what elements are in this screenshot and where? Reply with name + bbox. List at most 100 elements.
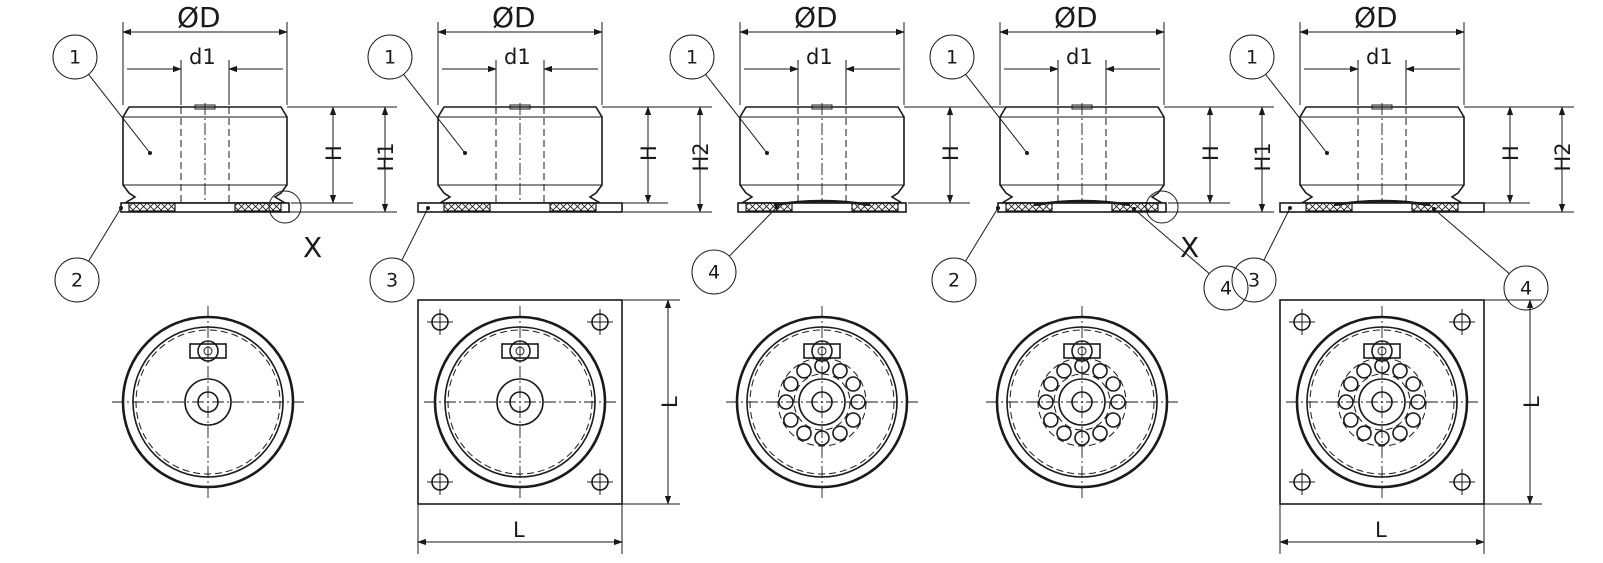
label-diameter: ØD	[177, 1, 221, 34]
callout-circle	[1231, 257, 1277, 303]
callout-3: 3	[1231, 206, 1292, 303]
callout-leader	[401, 207, 429, 261]
valve-body	[803, 343, 841, 359]
ball-8	[783, 376, 799, 392]
ball-11	[832, 363, 848, 379]
callout-leader	[728, 206, 778, 257]
valve-body	[1363, 343, 1401, 359]
ball-ring-inner	[1053, 373, 1111, 431]
callout-number: 3	[1248, 270, 1260, 292]
top-insert	[1371, 104, 1393, 110]
ball-2	[1105, 412, 1121, 428]
callout-number: 4	[1520, 278, 1532, 300]
ball-ring-profile	[773, 199, 871, 207]
callout-number: 1	[946, 47, 958, 69]
ball-10	[1074, 358, 1090, 374]
label-d1: d1	[504, 45, 531, 69]
callout-dot	[1288, 206, 1292, 210]
callout-4: 4	[691, 205, 779, 295]
ball-8	[1343, 376, 1359, 392]
valve-cap	[1071, 340, 1093, 362]
label-length: L	[658, 396, 682, 408]
top-insert	[509, 104, 531, 110]
ball-3	[1392, 425, 1408, 441]
callout-dot	[1132, 207, 1136, 211]
valve-core	[203, 346, 213, 356]
valve-cap	[1371, 340, 1393, 362]
callout-circle	[1229, 34, 1275, 80]
callout-dot	[1025, 151, 1029, 155]
callout-number: 3	[386, 270, 398, 292]
label-detail: X	[1180, 231, 1199, 264]
valve-cap	[509, 340, 531, 362]
callout-4: 4	[1432, 207, 1549, 311]
callout-leader	[88, 74, 151, 154]
valve-core	[817, 346, 827, 356]
callout-circle	[929, 34, 975, 80]
pad-left	[128, 202, 176, 212]
top-insert	[811, 104, 833, 110]
ball-11	[1392, 363, 1408, 379]
callout-dot	[1432, 207, 1436, 211]
ball-9	[1356, 363, 1372, 379]
label-height: H	[939, 145, 963, 161]
ball-2	[845, 412, 861, 428]
label-detail: X	[303, 231, 322, 264]
callout-circle	[691, 249, 737, 295]
callout-dot	[996, 206, 1000, 210]
callout-circle	[931, 257, 977, 303]
callout-dot	[775, 205, 779, 209]
pad-right	[549, 202, 597, 212]
callout-number: 1	[384, 47, 396, 69]
label-height: H	[637, 145, 661, 161]
callout-leader	[403, 74, 466, 154]
ball-12	[845, 376, 861, 392]
ball-6	[1043, 412, 1059, 428]
callout-circle	[369, 257, 415, 303]
bore-outer	[1058, 378, 1106, 426]
plan-view-5: LL	[1279, 299, 1544, 554]
callout-leader	[965, 207, 999, 262]
callout-1: 1	[1229, 34, 1329, 155]
bore-inner	[1371, 391, 1393, 413]
bore-inner	[1071, 391, 1093, 413]
callout-4: 4	[1132, 207, 1249, 311]
callout-circle	[1203, 265, 1249, 311]
callout-2: 2	[931, 206, 1000, 303]
callout-number: 1	[69, 47, 81, 69]
label-length-horizontal: L	[1375, 518, 1387, 542]
ball-7	[1338, 394, 1354, 410]
label-d1: d1	[1366, 45, 1393, 69]
valve-core	[515, 346, 525, 356]
ball-7	[778, 394, 794, 410]
ball-10	[1374, 358, 1390, 374]
callout-circle	[669, 34, 715, 80]
label-height_1: H1	[374, 142, 398, 171]
ball-1	[850, 394, 866, 410]
callout-number: 4	[708, 262, 720, 284]
label-height: H	[1499, 145, 1523, 161]
ball-5	[1056, 425, 1072, 441]
ball-10	[814, 358, 830, 374]
pad-right	[234, 202, 282, 212]
ball-3	[1092, 425, 1108, 441]
plan-view-4	[986, 306, 1178, 498]
callout-circle	[54, 257, 100, 303]
ball-1	[1410, 394, 1426, 410]
ball-ring-outer	[1337, 357, 1427, 447]
label-d1: d1	[189, 45, 216, 69]
ball-12	[1105, 376, 1121, 392]
label-height_1: H1	[1251, 142, 1275, 171]
label-diameter: ØD	[492, 1, 536, 34]
callout-number: 2	[71, 270, 83, 292]
callout-number: 4	[1220, 278, 1232, 300]
valve-core	[1377, 346, 1387, 356]
ball-ring-profile	[1333, 199, 1431, 207]
valve-cap	[197, 340, 219, 362]
plan-view-3	[726, 306, 918, 498]
detail-circle	[1145, 190, 1179, 224]
ball-11	[1092, 363, 1108, 379]
